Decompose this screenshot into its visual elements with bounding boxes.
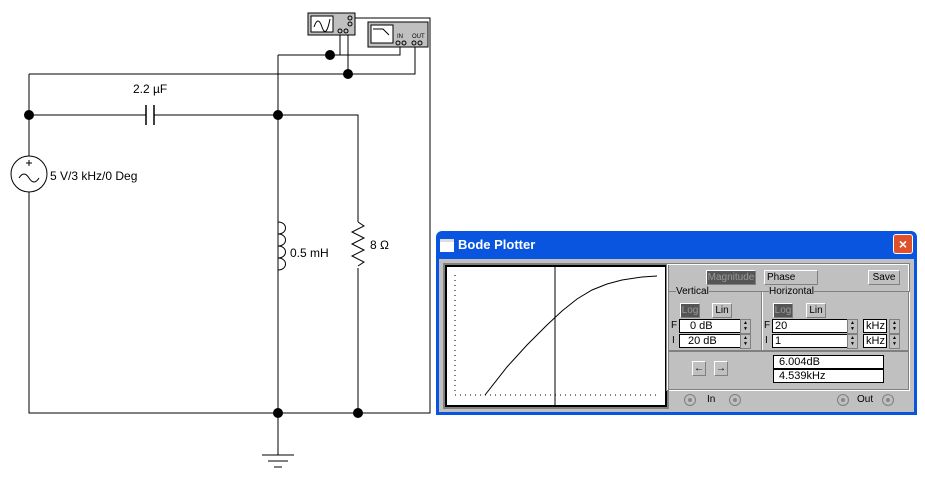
horizontal-final-spinner[interactable]: ▲▼ [847,319,858,334]
out-positive-terminal[interactable] [837,394,849,406]
horizontal-log-button[interactable]: Log [773,303,793,318]
magnitude-readout: 6.004dB [773,355,884,369]
horizontal-label: Horizontal [769,286,815,297]
cursor-left-button[interactable]: ← [692,361,706,376]
vertical-final-label: F [671,320,678,331]
vertical-final-field[interactable]: 0 dB [679,319,749,333]
window-icon [440,239,454,252]
capacitor[interactable] [145,105,155,125]
capacitor-label: 2.2 µF [133,82,168,96]
svg-text:OUT: OUT [412,34,425,40]
out-negative-terminal[interactable] [882,394,894,406]
bode-plotter-window: Bode Plotter × Magnitude Phase Save Vert… [436,231,917,415]
in-label: In [707,394,716,405]
window-title: Bode Plotter [458,237,536,252]
close-button[interactable]: × [893,234,913,254]
horizontal-final-label: F [764,320,771,331]
magnitude-curve [484,275,658,396]
plot-grid-dots [454,275,657,396]
vertical-initial-label: I [672,335,675,346]
horizontal-initial-field[interactable]: 1 [772,334,848,348]
oscilloscope-icon[interactable] [307,12,356,36]
in-positive-terminal[interactable] [684,394,696,406]
control-panel: Magnitude Phase Save Vertical Horizontal… [666,263,910,391]
ground-symbol [262,413,294,468]
out-label: Out [857,394,874,405]
horizontal-lin-button[interactable]: Lin [806,303,826,318]
vertical-label: Vertical [676,286,709,297]
svg-text:IN: IN [397,34,403,40]
wire [28,17,431,414]
resistor-label: 8 Ω [370,238,389,252]
magnitude-button[interactable]: Magnitude [706,270,756,285]
junction-nodes [24,50,363,418]
inductor[interactable] [277,221,286,271]
bode-plotter-icon[interactable]: IN OUT [367,21,429,48]
phase-button[interactable]: Phase [764,270,818,285]
in-negative-terminal[interactable] [729,394,741,406]
vertical-final-spinner[interactable]: ▲▼ [740,319,751,334]
wire [29,114,359,413]
vertical-lin-button[interactable]: Lin [712,303,732,318]
cursor-right-button[interactable]: → [714,361,728,376]
frequency-readout: 4.539kHz [773,369,884,383]
vertical-log-button[interactable]: Log [680,303,700,318]
horizontal-initial-unit-spinner[interactable]: ▲▼ [889,334,900,349]
ac-source[interactable] [10,155,48,193]
inductor-label: 0.5 mH [290,246,329,260]
resistor[interactable] [350,221,366,267]
bode-plot-area[interactable] [445,265,667,407]
horizontal-initial-spinner[interactable]: ▲▼ [847,334,858,349]
magnitude-curve-plot [454,267,658,405]
horizontal-final-unit[interactable]: kHz [863,319,887,333]
horizontal-initial-label: I [765,335,768,346]
vertical-initial-spinner[interactable]: ▲▼ [740,334,751,349]
horizontal-final-unit-spinner[interactable]: ▲▼ [889,319,900,334]
horizontal-final-field[interactable]: 20 [772,319,848,333]
horizontal-initial-unit[interactable]: kHz [863,334,887,348]
save-button[interactable]: Save [868,270,900,285]
source-label: 5 V/3 kHz/0 Deg [50,169,138,183]
vertical-initial-field[interactable]: 20 dB [679,334,747,348]
